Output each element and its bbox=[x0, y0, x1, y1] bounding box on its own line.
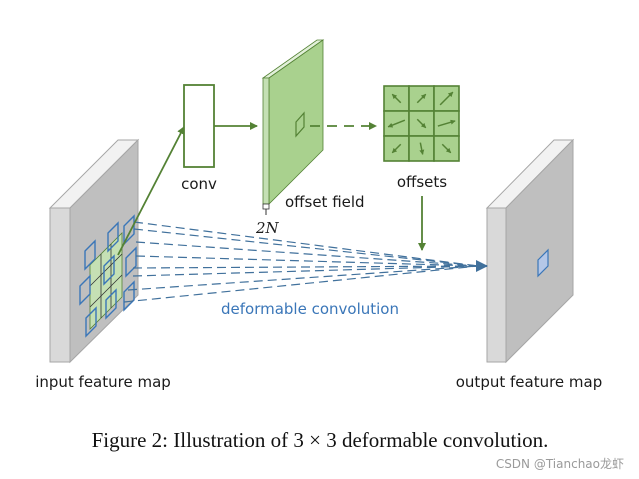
offset-arrow-icon bbox=[416, 118, 427, 129]
conv-box bbox=[183, 84, 215, 168]
offset-arrow-icon bbox=[387, 119, 406, 128]
deformed-sample-square bbox=[84, 239, 96, 271]
deformed-sample-square bbox=[123, 280, 135, 312]
offset-channels-bracket bbox=[262, 203, 270, 215]
input-feature-map-label: input feature map bbox=[35, 373, 171, 391]
deformable-convolution-label: deformable convolution bbox=[221, 300, 399, 318]
offset-arrow-icon bbox=[419, 142, 425, 155]
offset-arrow-icon bbox=[416, 93, 427, 104]
offset-arrow-icon bbox=[391, 93, 402, 104]
dashed-sampling-line bbox=[133, 228, 479, 267]
deformed-sampling-locations bbox=[79, 214, 137, 338]
dashed-sampling-line bbox=[123, 265, 479, 303]
deformed-sample-square bbox=[107, 221, 119, 253]
conv-label: conv bbox=[181, 175, 217, 193]
output-feature-map bbox=[485, 138, 575, 364]
deformed-sample-square bbox=[123, 214, 135, 246]
offsets-label: offsets bbox=[397, 173, 447, 191]
dashed-sampling-line bbox=[127, 265, 479, 291]
deformed-sample-square bbox=[125, 246, 137, 278]
offset-channels-label: 2N bbox=[255, 219, 280, 237]
offset-arrow-icon bbox=[439, 91, 454, 106]
deformed-sample-square bbox=[103, 254, 115, 286]
offset-arrow-icon bbox=[391, 143, 402, 154]
dashed-sampling-line bbox=[132, 265, 479, 277]
dashed-sampling-line bbox=[135, 241, 479, 267]
deformed-sample-square bbox=[85, 306, 97, 338]
deformed-sample-square bbox=[105, 288, 117, 320]
offset-arrow-icon bbox=[437, 119, 456, 127]
dashed-sampling-line bbox=[135, 255, 479, 267]
watermark: CSDN @Tianchao龙虾 bbox=[496, 457, 624, 471]
offsets-grid bbox=[383, 85, 460, 162]
offset-field-label: offset field bbox=[285, 193, 365, 211]
deformed-sample-square bbox=[79, 274, 91, 306]
output-location bbox=[537, 248, 549, 278]
figure-caption: Figure 2: Illustration of 3 × 3 deformab… bbox=[92, 428, 549, 452]
input-to-conv-arrow bbox=[117, 126, 185, 256]
deformable-convolution-dashed-lines bbox=[123, 221, 479, 303]
offset-field bbox=[261, 39, 325, 205]
dashed-sampling-line bbox=[132, 265, 479, 269]
output-feature-map-label: output feature map bbox=[456, 373, 603, 391]
dashed-sampling-line bbox=[133, 221, 479, 267]
offset-arrow-icon bbox=[441, 143, 452, 154]
